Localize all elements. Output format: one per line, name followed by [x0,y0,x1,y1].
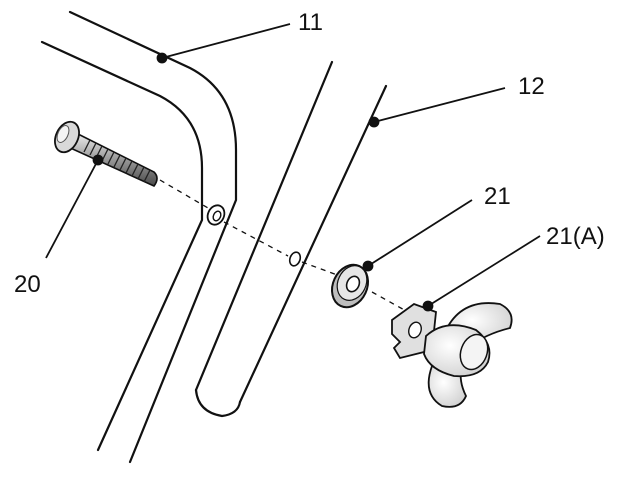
handle-frame-inner-edge [40,40,204,452]
tube-12 [194,60,388,418]
assembly-axis [159,179,409,313]
tube-left-edge [194,60,334,392]
tube-hole [288,251,302,267]
callout-21a: 21(A) [546,223,605,250]
tube-right-edge [238,84,388,404]
callout-12: 12 [518,73,545,100]
callout-21: 21 [484,183,511,210]
leader-dot-21a [422,300,434,312]
tube-end-cap [194,388,242,418]
callout-11: 11 [298,9,323,36]
leader-dot-21 [362,260,374,272]
leader-dot-12 [368,116,380,128]
leader-dot-11 [156,52,168,64]
callout-20: 20 [14,271,41,298]
bolt-shank [64,130,158,187]
handle-frame-outer-edge [68,10,238,464]
handle-frame-11 [40,10,238,464]
washer-21 [331,263,369,309]
leader-dot-20 [92,154,104,166]
wing-nut-21a [391,302,513,408]
frame-hole [206,204,226,226]
callout-leaders [45,23,541,312]
bolt-20 [54,120,158,187]
